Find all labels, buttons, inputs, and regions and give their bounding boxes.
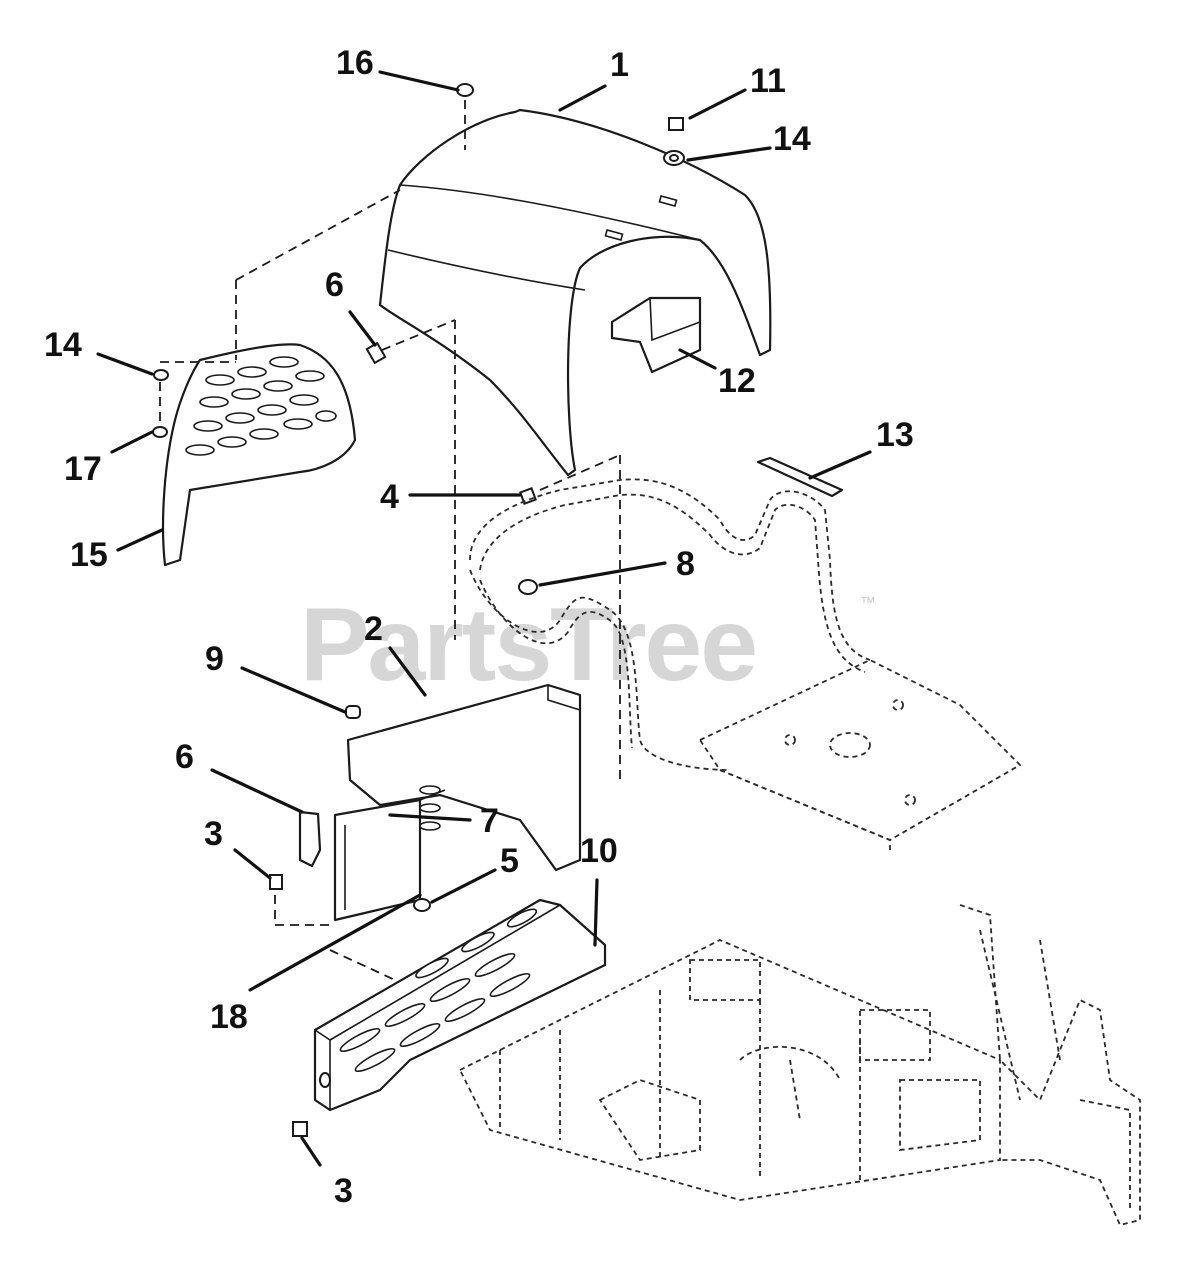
part-15-shield [161, 343, 357, 567]
callout-13: 13 [876, 416, 914, 454]
leader-7 [388, 813, 472, 822]
watermark-trademark: ™ [860, 595, 876, 612]
callout-3-upper: 3 [204, 815, 223, 853]
callout-8: 8 [676, 545, 695, 583]
callout-14-left: 14 [44, 326, 82, 364]
callout-18: 18 [210, 998, 248, 1036]
callout-7: 7 [480, 802, 499, 840]
watermark: PartsTree [300, 587, 756, 703]
leader-6-upper [348, 310, 377, 347]
part-8-wire-harness [469, 478, 871, 771]
callout-14-top: 14 [773, 120, 811, 158]
callout-12: 12 [718, 362, 756, 400]
leader-1 [558, 84, 607, 112]
leader-9 [240, 666, 347, 714]
callout-11: 11 [750, 62, 786, 100]
part-13-strip [756, 456, 844, 498]
part-hood-cover [378, 108, 772, 477]
leader-11 [688, 88, 747, 120]
leader-5 [430, 868, 497, 904]
chassis-frame [458, 904, 1141, 1227]
callout-4: 4 [380, 478, 399, 516]
alignment-lines [159, 100, 621, 1011]
leader-8 [538, 561, 667, 587]
hardware-lower [269, 874, 431, 1137]
callout-17: 17 [64, 450, 102, 488]
leader-10 [593, 878, 599, 947]
callout-10: 10 [580, 832, 618, 870]
callout-15: 15 [70, 536, 108, 574]
part-12-bracket [610, 296, 702, 374]
floor-plate-slots [339, 908, 538, 1073]
part-10-floor-plate [313, 898, 607, 1112]
leader-6-lower [210, 768, 304, 814]
part-6-lower-bracket [298, 705, 361, 868]
callout-5: 5 [500, 842, 519, 880]
shield-slots [185, 356, 337, 456]
callout-2: 2 [364, 610, 383, 648]
leader-14-left [96, 352, 154, 376]
leader-18 [248, 893, 422, 992]
callout-leaders [96, 70, 872, 1167]
leader-14-top [686, 146, 772, 162]
leader-3-upper [233, 848, 272, 880]
callout-3-lower: 3 [334, 1172, 353, 1210]
callout-labels: 16 1 11 14 6 14 12 17 13 4 15 8 2 9 6 7 … [44, 44, 914, 1210]
leader-2 [388, 646, 427, 697]
callout-1: 1 [610, 46, 629, 84]
callout-16: 16 [336, 44, 374, 82]
leader-16 [378, 70, 460, 92]
leader-12 [678, 348, 717, 370]
leader-15 [116, 528, 164, 552]
leader-17 [110, 430, 154, 454]
leader-13 [808, 450, 872, 480]
callout-6-lower: 6 [175, 738, 194, 776]
leader-3-lower [300, 1136, 322, 1167]
hardware-top [152, 83, 685, 595]
callout-9: 9 [205, 640, 224, 678]
part-2-channel-cover [333, 683, 582, 922]
floor-platform [698, 658, 1022, 850]
callout-6-upper: 6 [325, 266, 344, 304]
